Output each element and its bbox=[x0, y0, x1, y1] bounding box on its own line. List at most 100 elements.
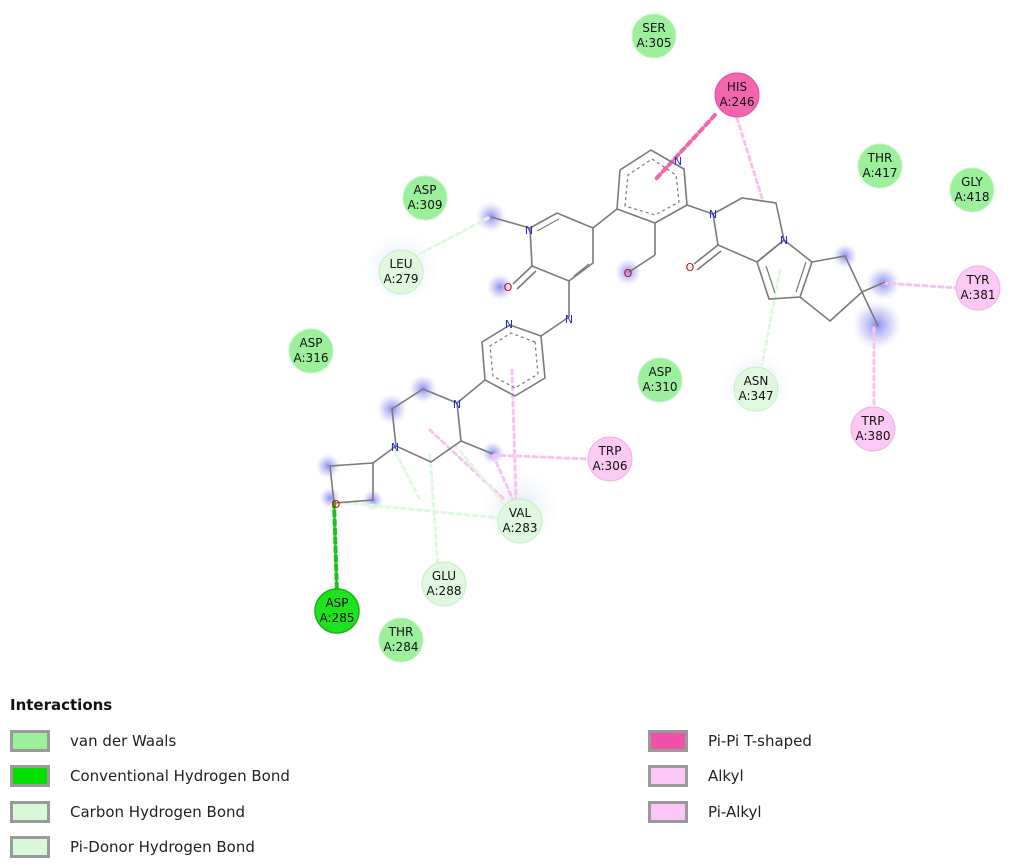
legend-item-carbon-hydrogen-bond: Carbon Hydrogen Bond bbox=[10, 799, 245, 825]
pipi-his246-line bbox=[653, 113, 717, 182]
legend-label: van der Waals bbox=[70, 732, 177, 750]
svg-text:GLU: GLU bbox=[432, 569, 456, 583]
svg-text:TRP: TRP bbox=[861, 414, 885, 428]
oxygen-atom: O bbox=[504, 281, 513, 294]
oxygen-atom: O bbox=[624, 267, 633, 280]
hbond-asp285-line bbox=[332, 500, 339, 595]
svg-text:SER: SER bbox=[642, 21, 666, 35]
alkyl-trp306-line bbox=[491, 453, 592, 461]
alkyl-val283-line bbox=[491, 453, 515, 502]
legend-swatch bbox=[10, 765, 50, 787]
legend-label: Pi-Donor Hydrogen Bond bbox=[70, 838, 255, 856]
svg-text:A:310: A:310 bbox=[643, 380, 678, 394]
svg-text:THR: THR bbox=[388, 625, 414, 639]
alkyl-tyr381-line bbox=[881, 281, 960, 290]
svg-text:ASP: ASP bbox=[299, 336, 322, 350]
legend-swatch bbox=[10, 836, 50, 858]
ligand-atom-labels: O O O O N N N N N N N N bbox=[332, 155, 788, 511]
legend-item-pi-donor-hydrogen-bond: Pi-Donor Hydrogen Bond bbox=[10, 834, 255, 860]
carbon-leu279-line bbox=[410, 216, 490, 260]
svg-text:A:305: A:305 bbox=[637, 36, 672, 50]
svg-text:A:246: A:246 bbox=[720, 95, 755, 109]
svg-text:A:381: A:381 bbox=[961, 288, 996, 302]
nitrogen-atom: N bbox=[709, 208, 717, 221]
legend-item-conventional-hydrogen-bond: Conventional Hydrogen Bond bbox=[10, 763, 290, 789]
ligand-structure bbox=[329, 149, 886, 504]
svg-text:A:283: A:283 bbox=[503, 521, 538, 535]
svg-text:ASP: ASP bbox=[413, 183, 436, 197]
carbon-val283-line bbox=[453, 443, 507, 507]
svg-text:A:285: A:285 bbox=[320, 611, 355, 625]
svg-text:A:309: A:309 bbox=[408, 198, 443, 212]
legend-item-pi-alkyl: Pi-Alkyl bbox=[648, 799, 762, 825]
svg-text:ASP: ASP bbox=[648, 365, 671, 379]
oxygen-atom: O bbox=[332, 498, 341, 511]
svg-text:HIS: HIS bbox=[727, 80, 747, 94]
svg-text:VAL: VAL bbox=[509, 506, 532, 520]
nitrogen-atom: N bbox=[453, 398, 461, 411]
interaction-lines bbox=[332, 113, 960, 595]
svg-text:TYR: TYR bbox=[966, 273, 990, 287]
svg-text:A:316: A:316 bbox=[294, 351, 329, 365]
svg-text:LEU: LEU bbox=[389, 257, 412, 271]
svg-text:A:284: A:284 bbox=[384, 640, 419, 654]
nitrogen-atom: N bbox=[565, 313, 573, 326]
legend-swatch bbox=[648, 730, 688, 752]
legend-swatch bbox=[10, 730, 50, 752]
nitrogen-atom: N bbox=[780, 234, 788, 247]
pialkyl-val283-line-a bbox=[510, 368, 518, 500]
legend-label: Alkyl bbox=[708, 767, 744, 785]
carbon-glu288-line-b bbox=[390, 443, 422, 502]
svg-text:A:306: A:306 bbox=[593, 459, 628, 473]
nitrogen-atom: N bbox=[525, 224, 533, 237]
legend-label: Pi-Pi T-shaped bbox=[708, 732, 812, 750]
svg-text:TRP: TRP bbox=[598, 444, 622, 458]
legend-label: Carbon Hydrogen Bond bbox=[70, 803, 246, 821]
residue-halos bbox=[363, 63, 792, 548]
nitrogen-atom: N bbox=[391, 441, 399, 454]
svg-text:THR: THR bbox=[867, 151, 893, 165]
pialkyl-his246-line bbox=[735, 116, 764, 200]
legend-item-van-der-waals: van der Waals bbox=[10, 728, 176, 754]
svg-text:A:279: A:279 bbox=[384, 272, 419, 286]
nitrogen-atom: N bbox=[505, 318, 513, 331]
legend-swatch bbox=[10, 801, 50, 823]
svg-text:A:418: A:418 bbox=[955, 190, 990, 204]
oxygen-atom: O bbox=[686, 261, 695, 274]
svg-text:A:417: A:417 bbox=[863, 166, 898, 180]
legend-item-pi-pi-t-shaped: Pi-Pi T-shaped bbox=[648, 728, 812, 754]
legend-swatch bbox=[648, 801, 688, 823]
svg-text:A:347: A:347 bbox=[739, 389, 774, 403]
legend-item-alkyl: Alkyl bbox=[648, 763, 744, 789]
nitrogen-atom: N bbox=[674, 155, 682, 168]
svg-text:ASP: ASP bbox=[325, 596, 348, 610]
carbon-val283-line-b bbox=[336, 500, 502, 520]
svg-text:A:288: A:288 bbox=[427, 584, 462, 598]
pidonor-asn347-line bbox=[760, 268, 782, 367]
legend-swatch bbox=[648, 765, 688, 787]
legend-label: Conventional Hydrogen Bond bbox=[70, 767, 290, 785]
svg-text:A:380: A:380 bbox=[856, 429, 891, 443]
legend-title: Interactions bbox=[10, 696, 113, 714]
svg-text:GLY: GLY bbox=[961, 175, 983, 189]
carbon-glu288-line bbox=[428, 453, 440, 570]
svg-text:ASN: ASN bbox=[744, 374, 769, 388]
